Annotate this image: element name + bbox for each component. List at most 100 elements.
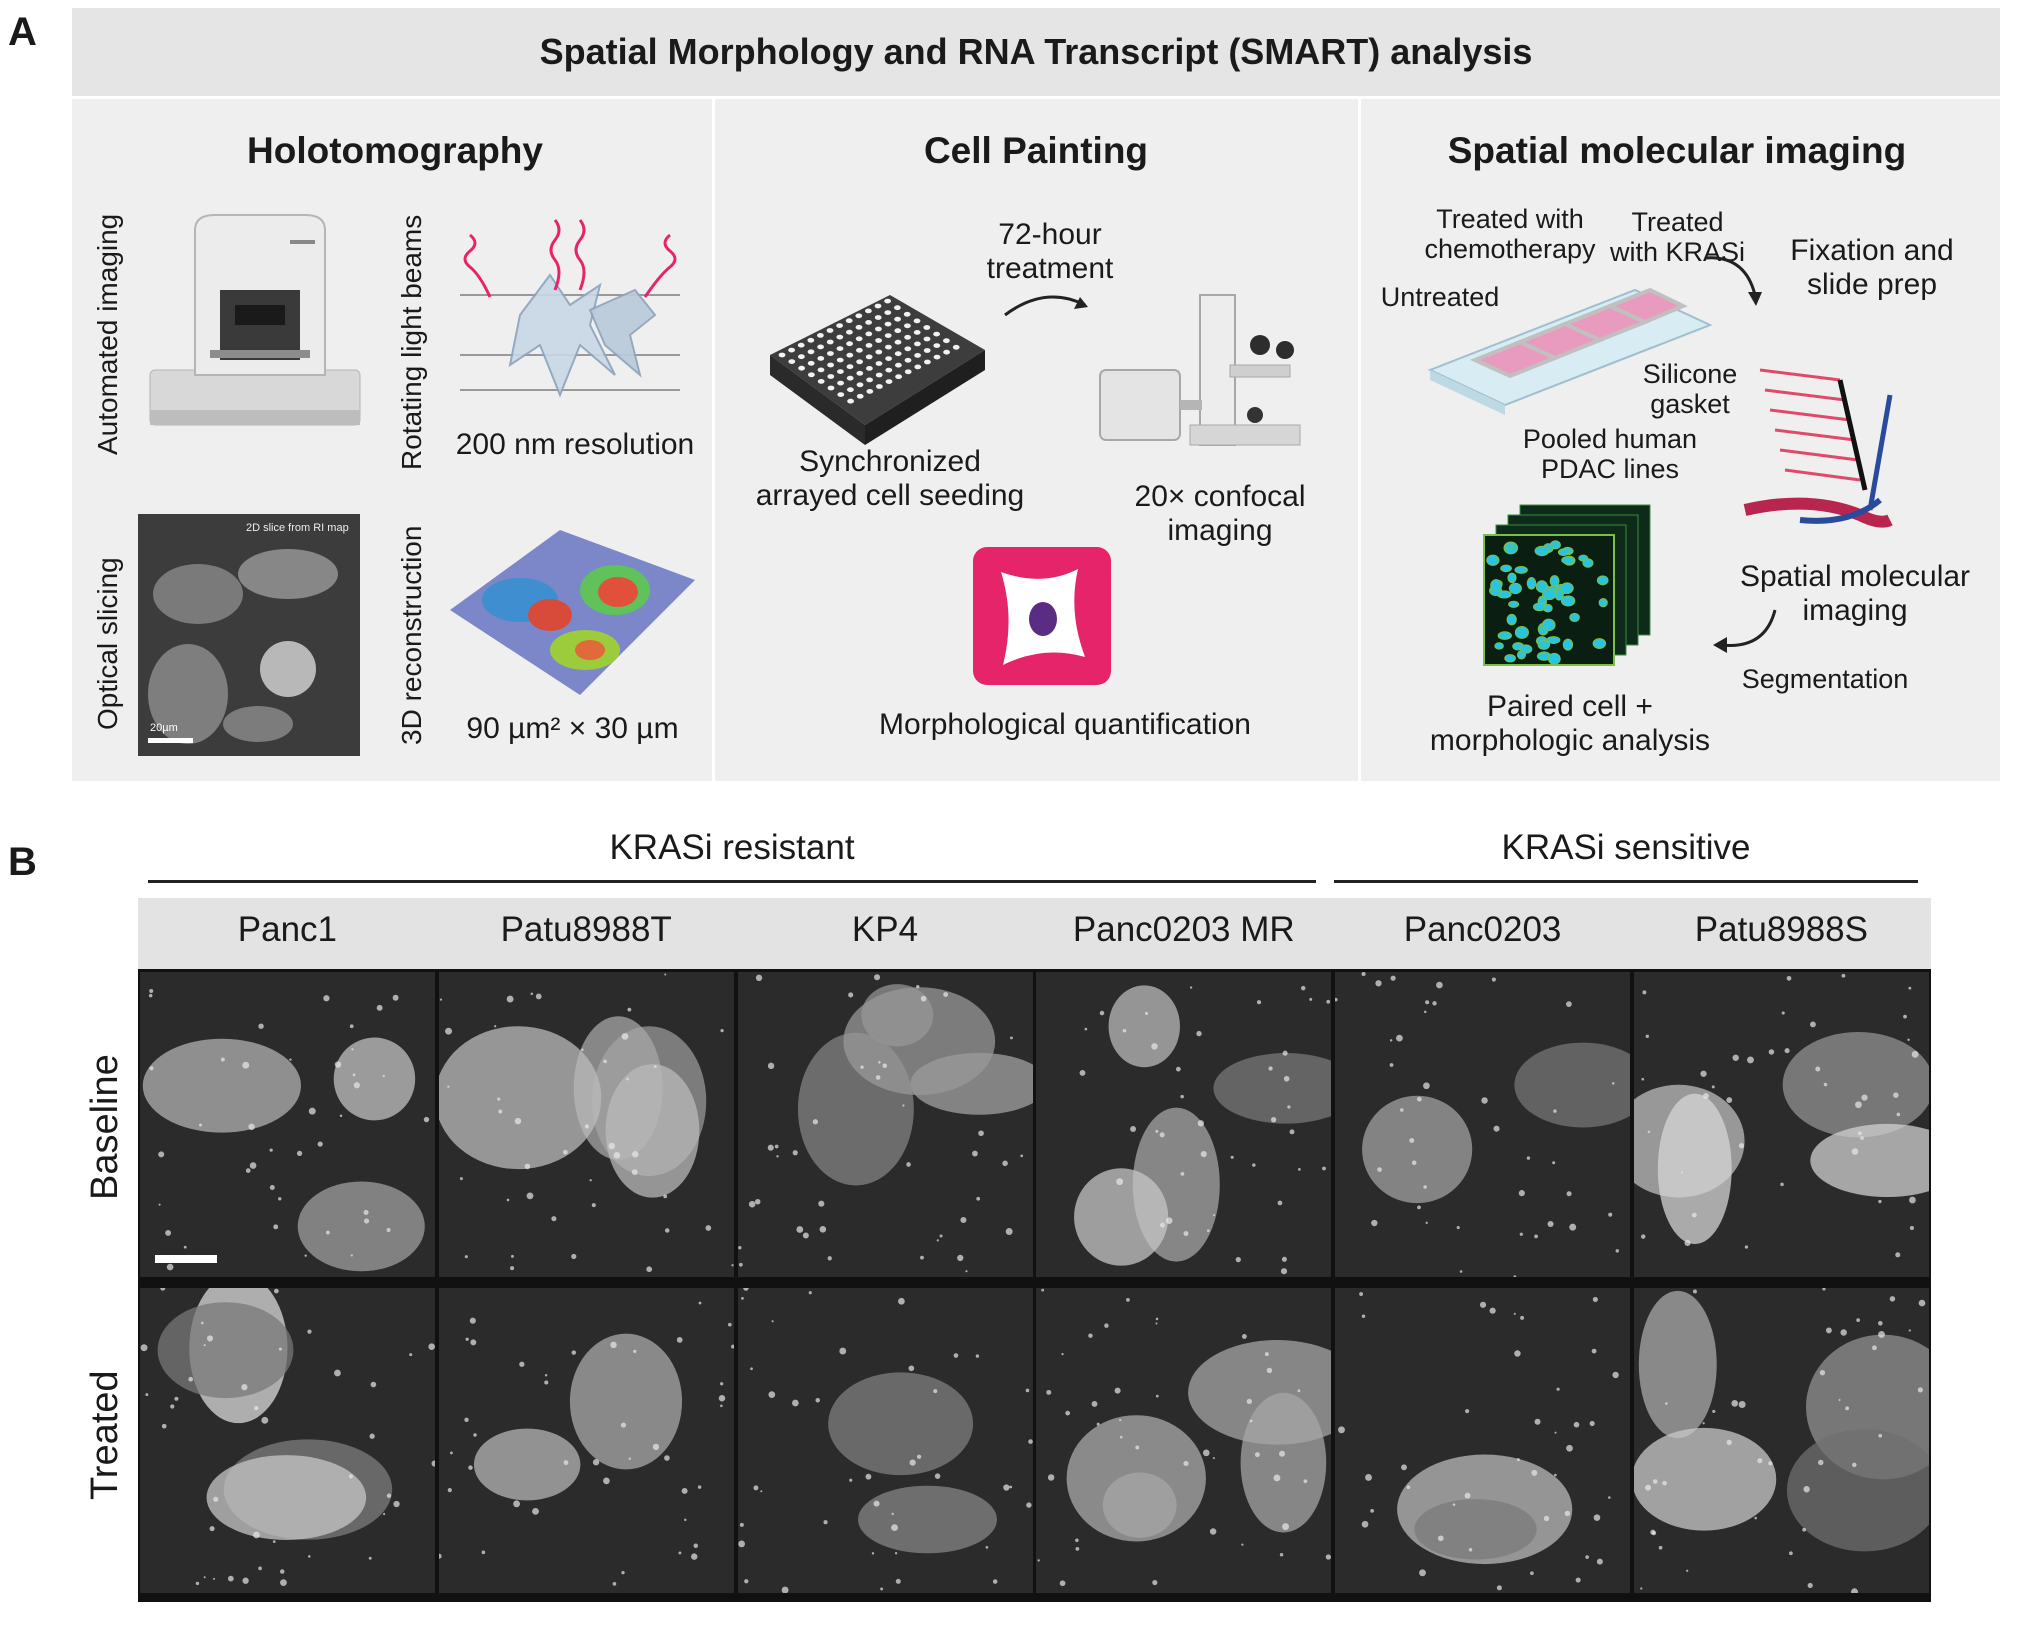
- vesicle: [1907, 1038, 1910, 1042]
- vesicle: [1658, 1545, 1663, 1550]
- confocal-microscope-icon: [1099, 294, 1301, 446]
- plate-well: [826, 339, 834, 345]
- vesicle: [1726, 1097, 1733, 1104]
- segmented-cell: [1508, 600, 1520, 608]
- plate-well: [856, 393, 864, 399]
- vesicle: [493, 1025, 497, 1028]
- vesicle: [1361, 1520, 1369, 1528]
- vesicle: [739, 1522, 744, 1527]
- vesicle: [1079, 1069, 1086, 1076]
- vesicle: [742, 1288, 749, 1291]
- vesicle: [1680, 1171, 1684, 1174]
- segmented-cell: [1532, 602, 1546, 612]
- section-divider: [712, 98, 715, 781]
- vesicle: [871, 1552, 874, 1555]
- vesicle: [1861, 1094, 1868, 1101]
- vesicle: [942, 992, 948, 997]
- vesicle: [1041, 1288, 1045, 1292]
- vesicle: [212, 1577, 216, 1580]
- cell-body: [1514, 1042, 1631, 1128]
- vesicle: [1569, 1223, 1577, 1231]
- fixation-label: Fixation and slide prep: [1790, 234, 1954, 301]
- vesicle: [1432, 1001, 1437, 1006]
- segmentation-label: Segmentation: [1741, 664, 1909, 694]
- vesicle: [349, 1024, 354, 1029]
- plate-well: [875, 326, 882, 332]
- vesicle: [631, 1169, 638, 1176]
- vesicle: [1456, 1226, 1460, 1230]
- plate-well: [865, 320, 872, 325]
- vesicle: [1396, 1034, 1403, 1042]
- vesicle: [1480, 1301, 1487, 1308]
- segmented-cell: [1537, 640, 1551, 650]
- vesicle: [848, 1478, 852, 1482]
- vesicle: [1279, 1450, 1286, 1457]
- vesicle: [1008, 1485, 1012, 1489]
- vesicle: [882, 1063, 887, 1069]
- cell-body: [1634, 1427, 1777, 1531]
- vesicle: [1400, 1108, 1404, 1112]
- vesicle: [975, 1196, 980, 1201]
- vesicle: [663, 1455, 670, 1461]
- treated-krasi-label: Treated with KRASi: [1609, 207, 1746, 267]
- vesicle: [188, 1376, 194, 1382]
- vesicle: [1841, 973, 1846, 978]
- cell-body: [1362, 1095, 1473, 1204]
- vesicle: [774, 1144, 779, 1149]
- vesicle: [877, 1061, 881, 1064]
- vesicle: [296, 1150, 303, 1156]
- vesicle: [148, 993, 153, 998]
- silicone-gasket-label: Silicone gasket: [1642, 359, 1738, 419]
- vesicle: [819, 1225, 826, 1233]
- vesicle: [720, 1029, 724, 1033]
- vesicle: [1768, 1461, 1773, 1466]
- vesicle: [992, 1579, 998, 1584]
- vesicle: [544, 1374, 548, 1377]
- vesicle: [610, 1341, 617, 1349]
- plate-well: [865, 331, 873, 337]
- plate-well: [884, 298, 891, 304]
- vesicle: [767, 1144, 774, 1151]
- vesicle: [584, 1124, 589, 1129]
- vesicle: [727, 1322, 732, 1327]
- vesicle: [510, 1254, 514, 1258]
- vesicle: [1145, 1011, 1149, 1016]
- vesicle: [909, 1459, 916, 1466]
- vesicle: [1267, 1367, 1273, 1374]
- micrograph-tile: [1335, 972, 1631, 1277]
- vesicle: [1803, 1486, 1810, 1493]
- vesicle: [278, 1197, 282, 1201]
- vesicle: [174, 1396, 179, 1401]
- vesicle: [209, 1526, 215, 1532]
- plate-well: [807, 349, 815, 355]
- vesicle: [1284, 1075, 1290, 1082]
- vesicle: [376, 1004, 383, 1011]
- column-header-bar: [138, 898, 1931, 969]
- vesicle: [562, 1149, 568, 1155]
- vesicle: [307, 1329, 312, 1334]
- vesicle: [627, 1007, 632, 1012]
- vesicle: [890, 1524, 898, 1532]
- vesicle: [1289, 1129, 1295, 1135]
- vesicle: [1566, 1001, 1572, 1007]
- vesicle: [838, 1347, 846, 1355]
- vesicle: [1592, 1296, 1599, 1303]
- plate-well: [875, 338, 882, 343]
- cell-body: [1414, 1499, 1537, 1560]
- vesicle: [469, 1317, 476, 1324]
- vesicle: [249, 1162, 257, 1169]
- vesicle: [1242, 1334, 1248, 1339]
- vesicle: [812, 1119, 818, 1125]
- vesicle: [796, 1226, 803, 1233]
- krasi-resistant-label: KRASi resistant: [609, 828, 855, 867]
- plate-well: [836, 323, 843, 328]
- vesicle: [920, 995, 927, 1002]
- vesicle: [1390, 975, 1396, 981]
- vesicle: [470, 1339, 477, 1346]
- automated-imaging-label: Automated imaging: [92, 213, 123, 455]
- vesicle: [901, 1104, 905, 1107]
- vesicle: [965, 1270, 968, 1273]
- vesicle: [690, 1553, 698, 1560]
- plate-well: [827, 374, 835, 379]
- vesicle: [1203, 1449, 1210, 1457]
